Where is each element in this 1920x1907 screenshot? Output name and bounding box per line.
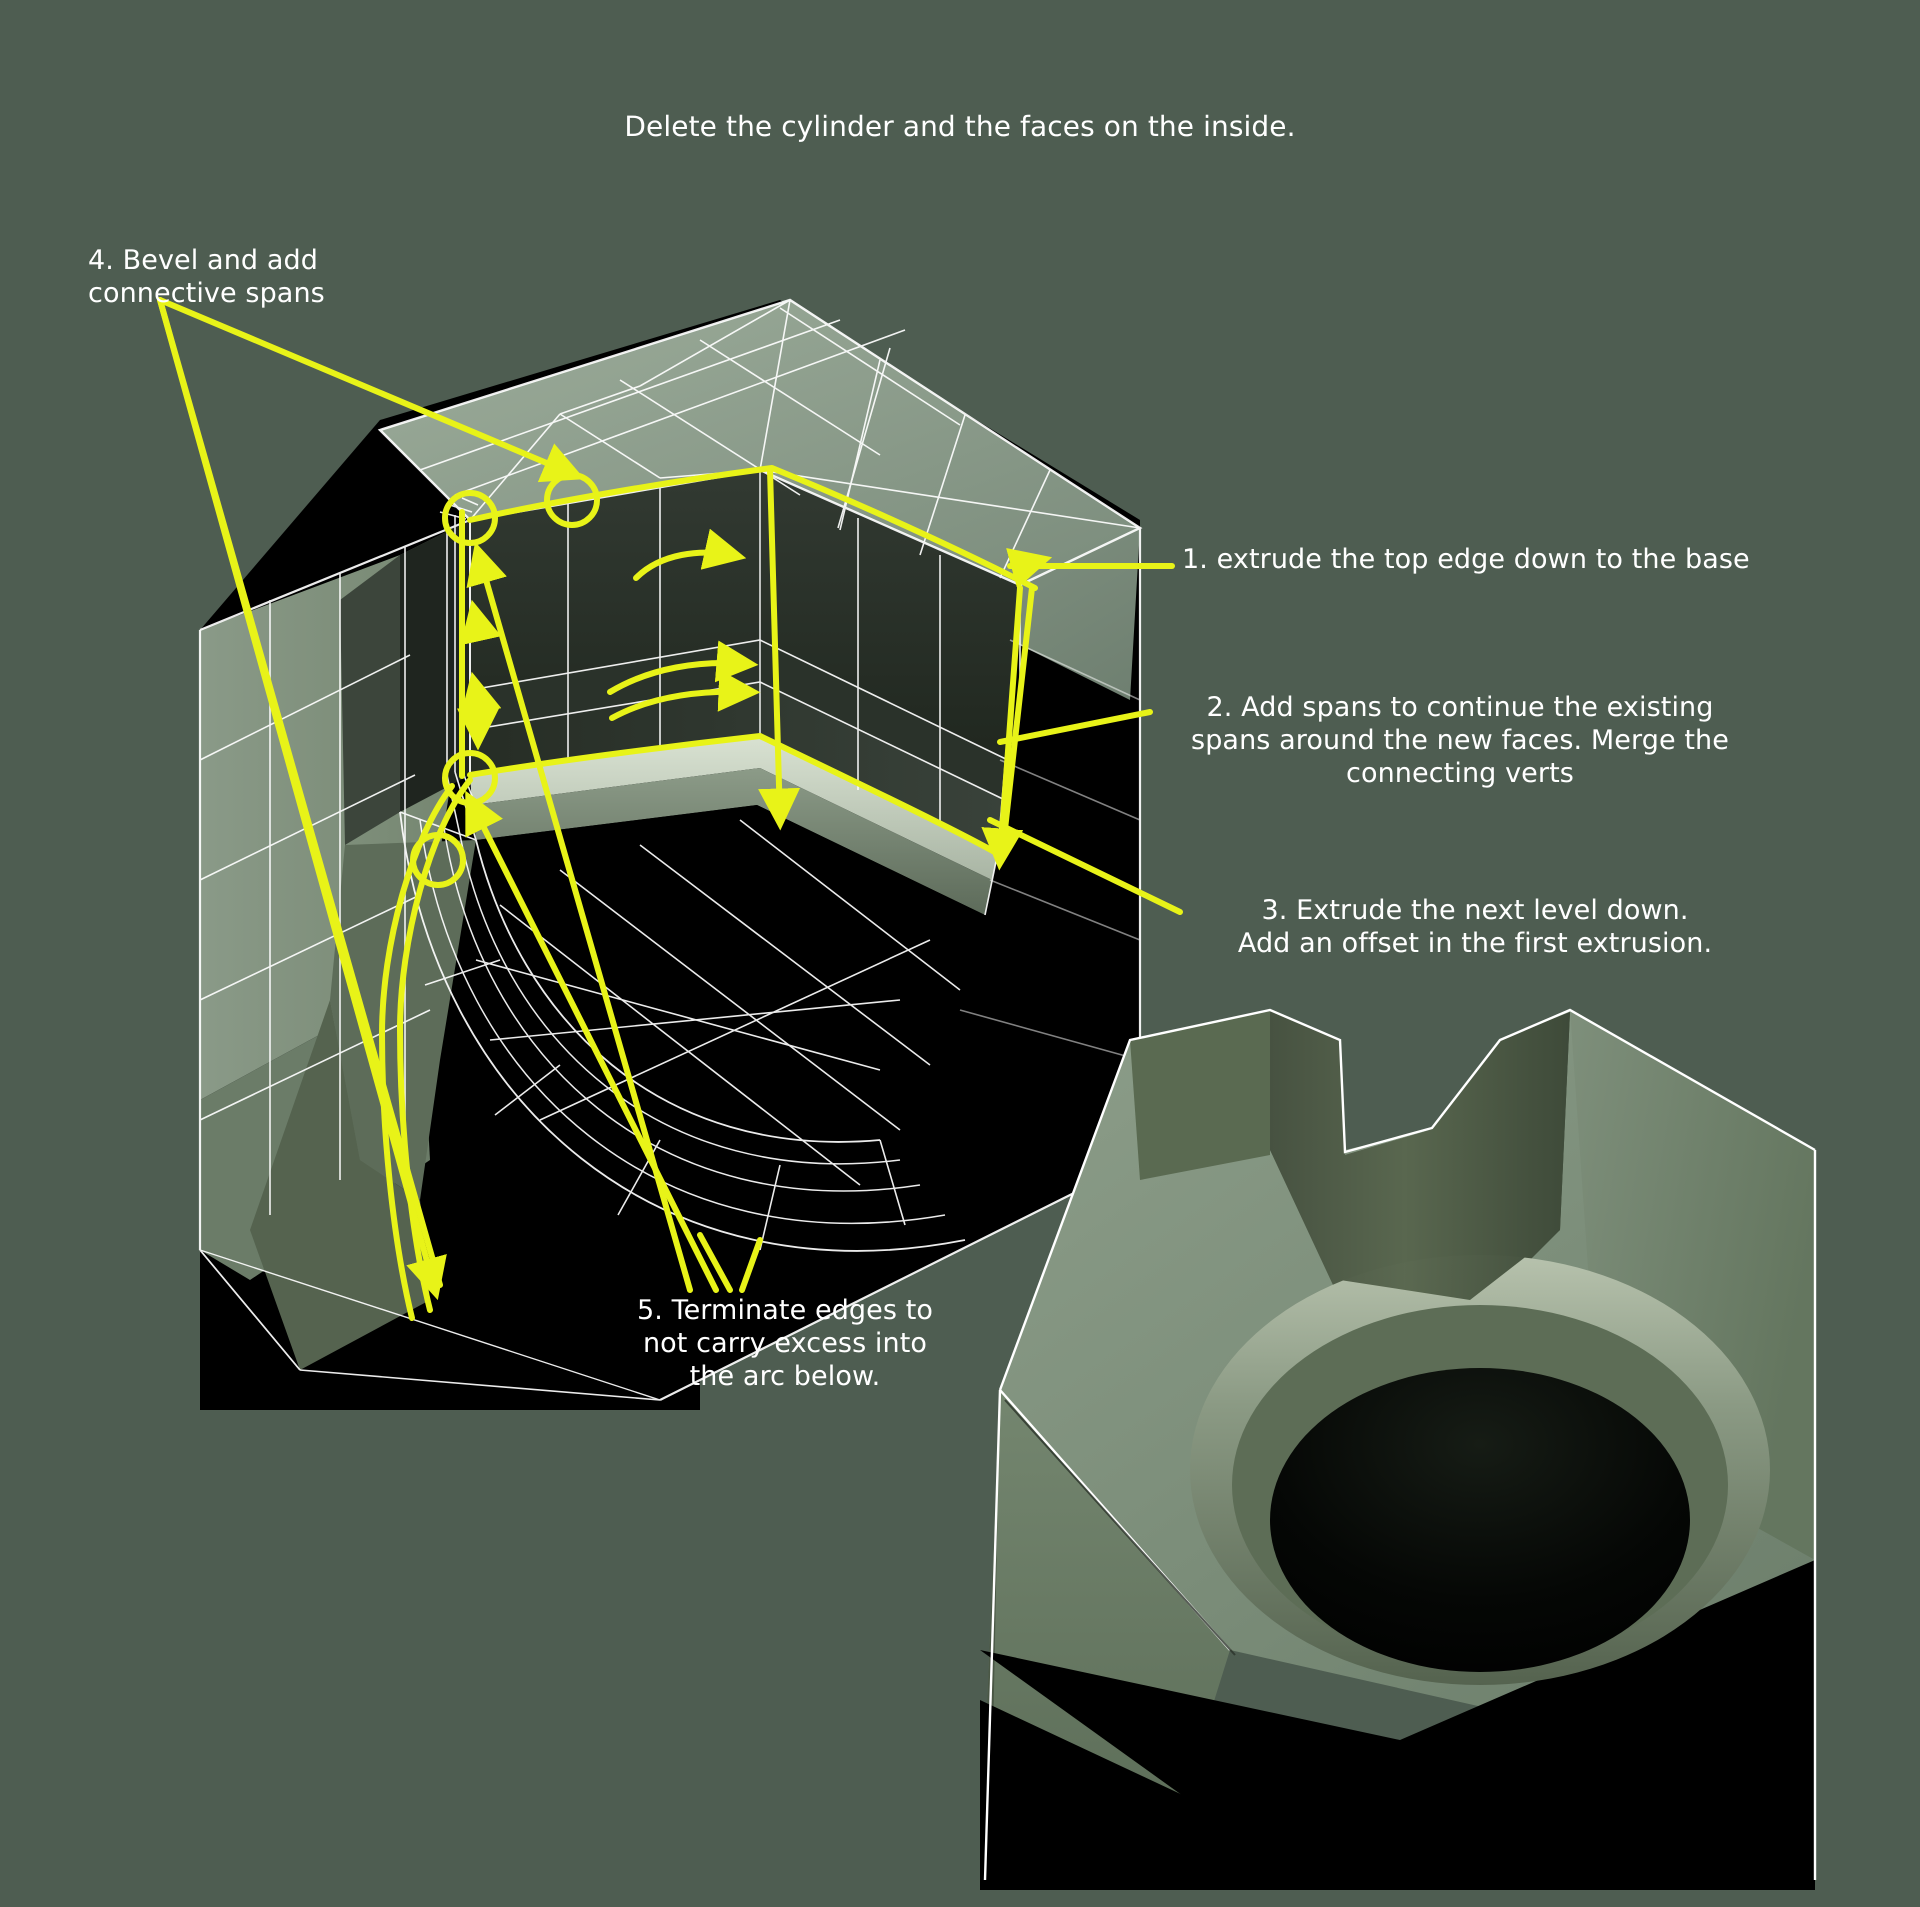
bore-ridge-highlight <box>470 735 998 880</box>
render-viewport <box>980 1008 1817 1890</box>
leader-3 <box>987 817 1183 915</box>
span-arrow-a <box>633 528 747 581</box>
annotation-step-2: 2. Add spans to continue the existing sp… <box>1191 692 1729 789</box>
bore-ridge-shade <box>472 768 992 915</box>
bore-floor <box>440 1060 700 1410</box>
render-boss-front <box>1270 1010 1570 1300</box>
span-arrow-b <box>607 640 759 695</box>
render-bore-hole <box>1270 1368 1690 1672</box>
extrude-down-arrow <box>758 467 801 831</box>
leader-4a <box>157 297 585 483</box>
pocket-back-band <box>470 640 1012 800</box>
bevel-ring-bottom-trace <box>467 733 1003 858</box>
leader-lines <box>157 297 1183 1301</box>
page-title: Delete the cylinder and the faces on the… <box>624 110 1296 143</box>
pocket-left-wall <box>400 520 470 812</box>
bore-left-lower <box>250 1000 430 1370</box>
leader-1-arrow <box>1006 548 1053 589</box>
annotation-step-5: 5. Terminate edges to not carry excess i… <box>636 1295 934 1392</box>
bevel-right-span <box>999 585 1035 859</box>
span-arrow-c <box>609 669 761 721</box>
render-inner-creases <box>1004 1399 1236 1656</box>
vert-marker-4 <box>410 832 466 888</box>
render-boss-left <box>1130 1010 1270 1180</box>
leader-5a <box>697 1232 733 1293</box>
bore-arc-trace <box>397 777 473 1313</box>
render-bottom-shadow-2 <box>980 1640 1815 1890</box>
pocket-left-bevel <box>340 555 400 845</box>
terminate-edge-arrow-2 <box>465 790 719 1293</box>
topology-annotation-overlay <box>379 465 1038 1321</box>
leader-2 <box>997 709 1153 745</box>
annotation-step-4: 4. Bevel and add connective spans <box>88 245 325 309</box>
bore-opening <box>440 805 985 1210</box>
annotation-step-3: 3. Extrude the next level down. Add an o… <box>1237 895 1713 959</box>
top-slab-face <box>380 300 1140 585</box>
span-tick-a <box>460 599 502 646</box>
pocket-back-upper <box>470 470 1020 762</box>
extrude-down-arrow-right <box>981 585 1024 871</box>
pocket-back-lower <box>470 682 1005 852</box>
leader-4c <box>157 297 447 1301</box>
annotation-step-1: 1. extrude the top edge down to the base <box>1182 544 1750 575</box>
leader-5b <box>739 1237 763 1293</box>
span-tick-b <box>460 671 502 718</box>
